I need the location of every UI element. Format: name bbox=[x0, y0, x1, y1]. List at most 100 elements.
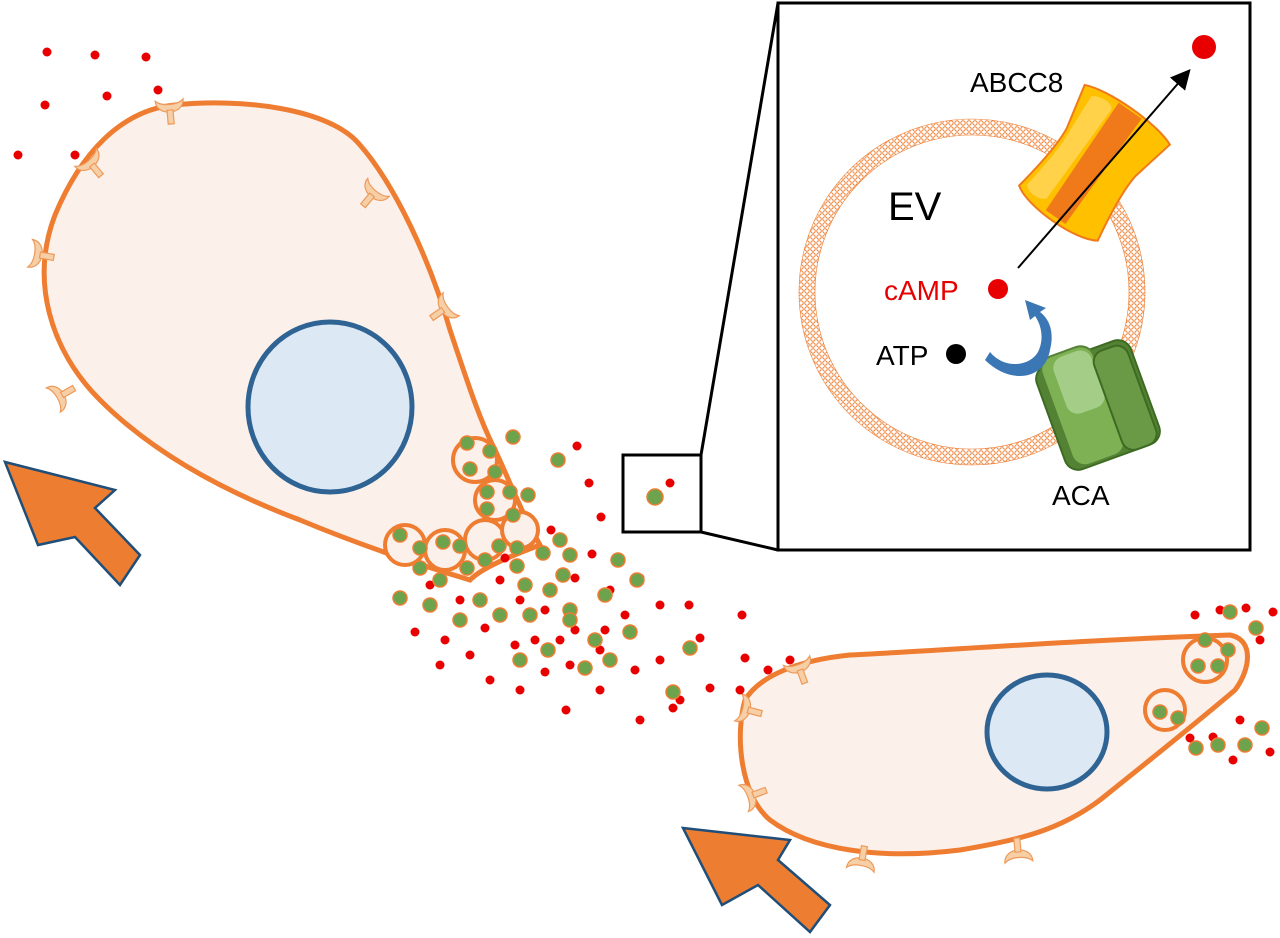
camp-molecule-icon bbox=[1265, 747, 1275, 757]
extracellular-vesicle-icon bbox=[505, 429, 521, 445]
camp-molecule-icon bbox=[141, 52, 151, 62]
camp-molecule-icon bbox=[546, 525, 556, 535]
large-cell bbox=[27, 98, 544, 583]
camp-molecule-icon bbox=[695, 633, 705, 643]
camp-molecule-icon bbox=[480, 623, 490, 633]
camp-molecule-icon bbox=[655, 600, 665, 610]
zoom-line bbox=[699, 2, 780, 456]
camp-molecule-icon bbox=[561, 705, 571, 715]
extracellular-vesicle-icon bbox=[1220, 642, 1236, 658]
extracellular-vesicle-icon bbox=[629, 572, 645, 588]
extracellular-vesicle-icon bbox=[535, 545, 551, 561]
extracellular-vesicle-icon bbox=[1210, 658, 1226, 674]
extracellular-vesicle-icon bbox=[512, 652, 528, 668]
extracellular-vesicle-icon bbox=[1188, 740, 1204, 756]
ev-label: EV bbox=[888, 185, 942, 229]
extracellular-vesicle-icon bbox=[550, 452, 566, 468]
zoom-source-box bbox=[621, 453, 703, 534]
migration-arrow-icon bbox=[680, 826, 832, 934]
extracellular-vesicle-icon bbox=[522, 607, 538, 623]
extracellular-vesicle-icon bbox=[1254, 720, 1270, 736]
camp-molecule-icon bbox=[684, 600, 694, 610]
camp-molecule-icon bbox=[596, 512, 606, 522]
extracellular-vesicle-icon bbox=[555, 567, 571, 583]
nucleus-icon bbox=[984, 672, 1110, 792]
migration-arrow-icon bbox=[2, 460, 142, 588]
camp-molecule-icon bbox=[455, 595, 465, 605]
camp-molecule-icon bbox=[510, 640, 520, 650]
extracellular-vesicle-icon bbox=[422, 597, 438, 613]
camp-molecule-icon bbox=[465, 650, 475, 660]
extracellular-vesicle-icon bbox=[597, 587, 613, 603]
extracellular-vesicle-icon bbox=[1190, 658, 1206, 674]
camp-molecule-icon bbox=[620, 610, 630, 620]
camp-molecule-icon bbox=[540, 667, 550, 677]
camp-molecule-icon bbox=[500, 553, 510, 563]
camp-molecule-icon bbox=[530, 635, 540, 645]
extracellular-vesicle-icon bbox=[477, 552, 493, 568]
camp-molecule-icon bbox=[435, 660, 445, 670]
camp-molecule-icon bbox=[763, 665, 773, 675]
camp-molecule-icon bbox=[635, 715, 645, 725]
extracellular-vesicle-icon bbox=[509, 540, 525, 556]
adenylyl-cyclase-icon bbox=[1035, 339, 1161, 471]
camp-molecule-icon bbox=[988, 279, 1008, 299]
camp-molecule-icon bbox=[1190, 610, 1200, 620]
atp-molecule-icon bbox=[946, 344, 966, 364]
extracellular-vesicle-icon bbox=[472, 592, 488, 608]
extracellular-vesicle-icon bbox=[610, 552, 626, 568]
extracellular-vesicle-icon bbox=[1170, 710, 1186, 726]
camp-molecule-icon bbox=[587, 549, 597, 559]
camp-molecule-icon bbox=[565, 660, 575, 670]
extracellular-vesicle-icon bbox=[1152, 704, 1168, 720]
camp-molecule-icon bbox=[584, 478, 594, 488]
camp-molecule-icon bbox=[1228, 755, 1238, 765]
extracellular-vesicle-icon bbox=[482, 443, 498, 459]
camp-molecule-icon bbox=[1255, 635, 1265, 645]
receptor-icon bbox=[45, 375, 82, 413]
extracellular-vesicle-icon bbox=[491, 538, 507, 554]
camp-molecule-icon bbox=[595, 685, 605, 695]
camp-molecule-icon bbox=[485, 675, 495, 685]
extracellular-vesicle-icon bbox=[562, 612, 578, 628]
aca-label: ACA bbox=[1052, 480, 1110, 511]
extracellular-vesicle-icon bbox=[509, 558, 525, 574]
extracellular-vesicle-icon bbox=[1237, 737, 1253, 753]
nucleus-icon bbox=[245, 319, 415, 495]
camp-molecule-icon bbox=[655, 655, 665, 665]
camp-molecule-icon bbox=[42, 47, 52, 57]
camp-molecule-icon bbox=[737, 610, 747, 620]
camp-molecule-icon bbox=[600, 625, 610, 635]
inset-panel: ABCC8 EV cAMP ATP ACA bbox=[776, 1, 1252, 552]
camp-molecule-icon bbox=[1192, 35, 1216, 59]
camp-molecule-icon bbox=[495, 575, 505, 585]
extracellular-vesicle-icon bbox=[452, 538, 468, 554]
extracellular-vesicle-icon bbox=[505, 507, 521, 523]
camp-molecule-icon bbox=[595, 645, 605, 655]
camp-molecule-icon bbox=[425, 580, 435, 590]
camp-molecule-icon bbox=[90, 50, 100, 60]
extracellular-vesicle-icon bbox=[459, 560, 475, 576]
extracellular-vesicle-icon bbox=[799, 119, 1145, 465]
extracellular-vesicle-icon bbox=[1222, 604, 1238, 620]
extracellular-vesicle-icon bbox=[479, 501, 495, 517]
extracellular-vesicle-icon bbox=[435, 534, 451, 550]
extracellular-vesicle-icon bbox=[1197, 632, 1213, 648]
extracellular-vesicle-icon bbox=[646, 488, 664, 506]
extracellular-vesicle-icon bbox=[1248, 620, 1264, 636]
camp-molecule-icon bbox=[515, 685, 525, 695]
camp-molecule-icon bbox=[440, 635, 450, 645]
extracellular-vesicle-icon bbox=[392, 527, 408, 543]
camp-molecule-icon bbox=[1185, 733, 1195, 743]
small-cell bbox=[734, 632, 1250, 873]
camp-molecule-icon bbox=[570, 625, 580, 635]
extracellular-vesicle-icon bbox=[452, 612, 468, 628]
extracellular-vesicle-icon bbox=[540, 642, 556, 658]
extracellular-vesicle-icon bbox=[392, 590, 408, 606]
camp-molecule-icon bbox=[705, 683, 715, 693]
camp-molecule-icon bbox=[40, 100, 50, 110]
extracellular-vesicle-icon bbox=[492, 607, 508, 623]
camp-molecule-icon bbox=[1215, 605, 1225, 615]
